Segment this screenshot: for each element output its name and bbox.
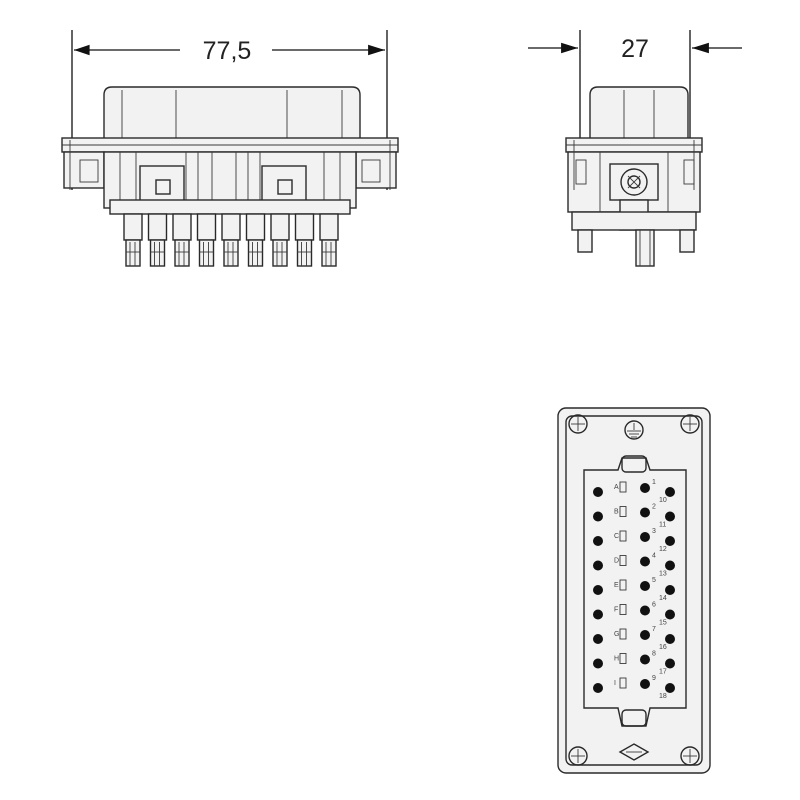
screw-icon (680, 746, 700, 766)
pin-row: D 4 13 (593, 553, 675, 578)
contact-pin (593, 487, 603, 497)
contact-pin (593, 683, 603, 693)
contact-pin (593, 536, 603, 546)
manufacturer-logo-icon (618, 743, 650, 761)
contact-pin (665, 683, 675, 693)
contact-pin (665, 536, 675, 546)
contact-pin (640, 532, 650, 542)
pin-number: 1 (652, 479, 656, 486)
pin-number: 18 (659, 693, 667, 700)
pin-letter: C (614, 533, 619, 540)
contact-pin (640, 507, 650, 518)
pin-letter: B (614, 509, 619, 516)
pin-number: 17 (659, 669, 667, 676)
contact-pin (665, 658, 675, 669)
contact-pin (593, 609, 603, 620)
pin-row: F 6 15 (593, 602, 675, 627)
contact-pin (640, 630, 650, 640)
contact-pin (593, 634, 603, 644)
pin-row: B 2 11 (593, 504, 675, 529)
pin-number: 8 (652, 651, 656, 658)
pin-number: 13 (659, 571, 667, 578)
pin-letter: D (614, 558, 619, 565)
contact-pin (640, 556, 650, 567)
terminal-contact (123, 213, 143, 267)
pin-number: 16 (659, 644, 667, 651)
ground-symbol-icon (624, 420, 644, 440)
pin-number: 6 (652, 602, 656, 609)
screw-icon (568, 414, 588, 434)
terminal-contact (270, 213, 290, 267)
contact-pin (640, 581, 650, 591)
contact-pin (640, 654, 650, 665)
contact-pin (593, 585, 603, 595)
pin-number: 2 (652, 504, 656, 511)
width-dimension-label: 77,5 (203, 37, 252, 65)
contact-pin (593, 511, 603, 522)
pin-number: 14 (659, 595, 667, 602)
pin-letter: E (614, 582, 619, 589)
contact-pin (665, 487, 675, 497)
pin-number: 7 (652, 626, 656, 633)
contact-pin (665, 511, 675, 522)
terminal-contact (172, 213, 192, 267)
pin-letter: H (614, 656, 619, 663)
plan-view: A 1 10B 2 11C 3 12D 4 13E 5 14F 6 15G 7 16H 8 17I 9 18 (557, 407, 711, 774)
terminal-contact (294, 213, 315, 267)
contact-pin (593, 658, 603, 669)
side-view: 27 (528, 30, 742, 267)
pin-row: G 7 16 (593, 626, 675, 651)
pin-letter: F (614, 607, 618, 614)
pin-number: 15 (659, 620, 667, 627)
pin-number: 3 (652, 528, 656, 535)
width-dimension: 77,5 (71, 30, 388, 190)
terminal-contact (196, 213, 217, 267)
contact-pin (640, 483, 650, 493)
contact-pin (665, 585, 675, 595)
pin-number: 4 (652, 553, 656, 560)
pin-row: A 1 10 (593, 479, 675, 504)
contact-pin (665, 560, 675, 571)
contact-pins: A 1 10B 2 11C 3 12D 4 13E 5 14F 6 15G 7 16H 8 17I 9 18 (593, 479, 675, 700)
terminal-contact (245, 213, 266, 267)
pin-letter: G (614, 631, 619, 638)
screw-icon (568, 746, 588, 766)
pin-row: C 3 12 (593, 528, 675, 553)
pin-row: H 8 17 (593, 651, 675, 676)
contact-pin (593, 560, 603, 571)
terminal-contact (221, 213, 241, 267)
terminal-contact (319, 213, 339, 267)
screw-icon (680, 414, 700, 434)
pin-number: 10 (659, 497, 667, 504)
depth-dimension-label: 27 (621, 35, 649, 63)
pin-number: 5 (652, 577, 656, 584)
front-ribs (119, 152, 341, 208)
pin-number: 11 (659, 522, 666, 529)
pin-row: I 9 18 (593, 675, 675, 700)
terminal-contact (147, 213, 168, 267)
contact-pin (665, 609, 675, 620)
pin-row: E 5 14 (593, 577, 675, 602)
contact-pin (665, 634, 675, 644)
pin-letter: I (614, 680, 616, 687)
front-view: 77,5 (61, 30, 399, 267)
pin-number: 12 (659, 546, 667, 553)
pin-letter: A (614, 484, 619, 491)
contact-pin (640, 605, 650, 616)
pin-number: 9 (652, 675, 656, 682)
front-contacts (123, 213, 339, 267)
contact-pin (640, 679, 650, 689)
